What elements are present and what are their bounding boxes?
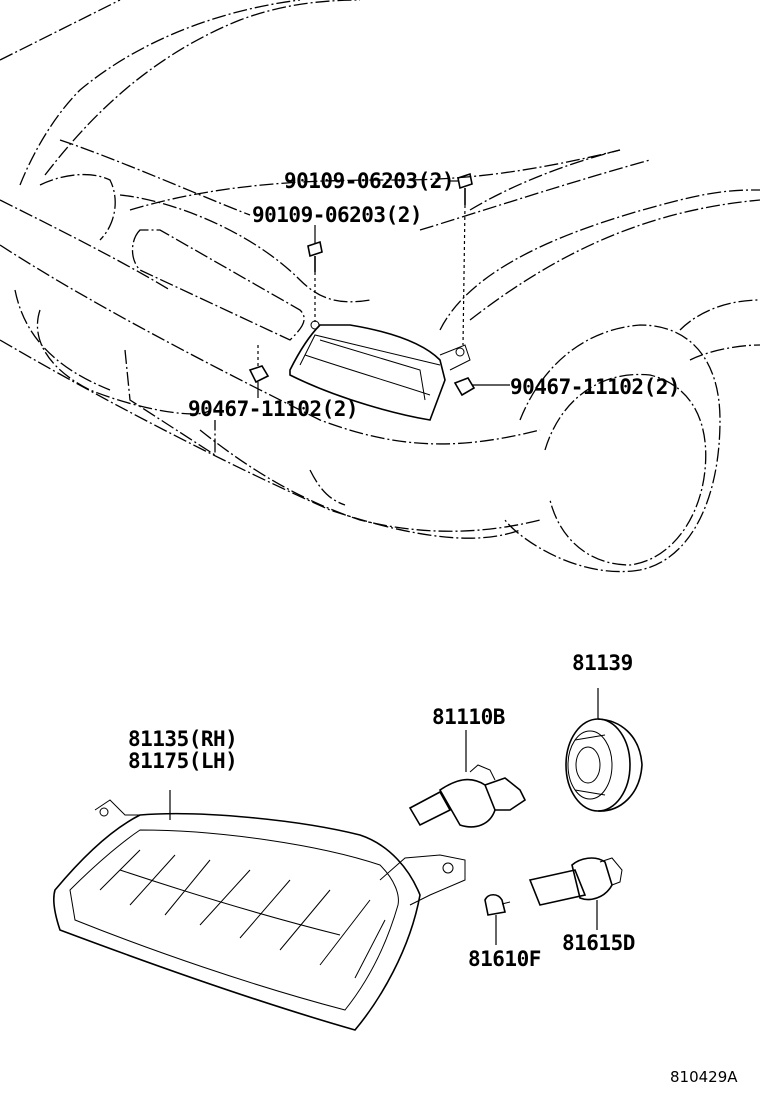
nut-left xyxy=(248,345,270,398)
nut-right xyxy=(453,377,510,397)
label-bolt-upper-left: 90109-06203(2) xyxy=(252,203,423,227)
drawing-number: 810429A xyxy=(670,1068,738,1086)
label-socket-cover: 81139 xyxy=(572,651,633,675)
small-bulb xyxy=(484,893,511,945)
label-bolt-upper-right: 90109-06203(2) xyxy=(284,169,455,193)
headlamp-bulb xyxy=(408,730,527,828)
mounted-headlamp xyxy=(289,320,471,421)
car-body-outline xyxy=(0,0,760,573)
label-small-bulb: 81610F xyxy=(468,947,541,971)
label-small-socket: 81615D xyxy=(562,931,635,955)
small-bulb-socket xyxy=(528,857,623,930)
label-nut-right: 90467-11102(2) xyxy=(510,375,681,399)
bolt-upper-left xyxy=(307,240,323,322)
label-lamp-lh: 81175(LH) xyxy=(128,749,238,773)
bolt-upper-right xyxy=(457,172,473,346)
label-bulb: 81110B xyxy=(432,705,505,729)
headlamp-assembly xyxy=(53,790,466,1031)
socket-cover xyxy=(565,688,643,812)
label-lamp-rh: 81135(RH) xyxy=(128,727,238,751)
label-nut-left: 90467-11102(2) xyxy=(188,397,359,421)
